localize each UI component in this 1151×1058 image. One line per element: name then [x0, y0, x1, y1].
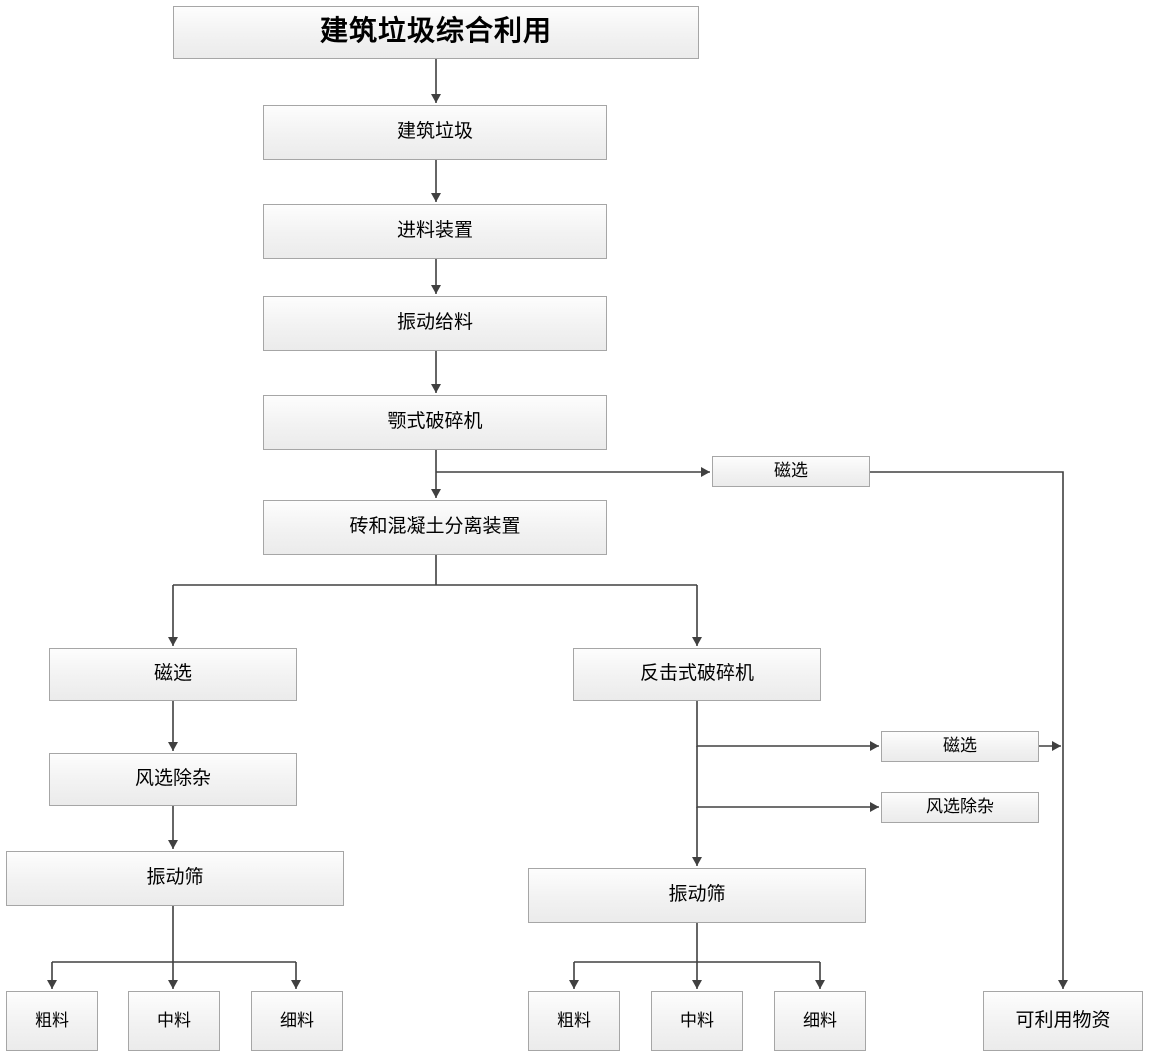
arrow-medium-l — [168, 980, 178, 989]
arrow-jawcrusher — [431, 384, 441, 393]
node-screen-left: 振动筛 — [6, 851, 344, 906]
arrow-screen-left — [168, 840, 178, 849]
connector-screen-left-split — [51, 906, 297, 989]
arrow-usable — [1058, 980, 1068, 989]
node-vibfeed: 振动给料 — [263, 296, 607, 351]
node-magsep-top: 磁选 — [712, 456, 870, 487]
arrow-airsep-left — [168, 742, 178, 751]
arrow-fine-l — [291, 980, 301, 989]
node-waste: 建筑垃圾 — [263, 105, 607, 160]
arrow-magsep-left — [168, 637, 178, 646]
arrow-coarse-r — [569, 980, 579, 989]
arrow-vibfeed — [431, 285, 441, 294]
arrow-feeder — [431, 193, 441, 202]
connector-impactor-to-magsep-right — [696, 701, 879, 747]
connector-magsep-top-to-usable — [870, 471, 1064, 989]
node-coarse-l: 粗料 — [6, 991, 98, 1051]
arrow-separator — [431, 489, 441, 498]
arrow-screen-right — [692, 857, 702, 866]
arrow-medium-r — [692, 980, 702, 989]
node-medium-r: 中料 — [651, 991, 743, 1051]
arrow-usable-merge — [1052, 741, 1061, 751]
node-usable: 可利用物资 — [983, 991, 1143, 1051]
connector-impactor-to-airsep-right — [696, 746, 879, 808]
arrow-magsep-top — [701, 467, 710, 477]
arrow-airsep-right — [870, 802, 879, 812]
node-fine-l: 细料 — [251, 991, 343, 1051]
node-feeder: 进料装置 — [263, 204, 607, 259]
arrow-magsep-right — [870, 741, 879, 751]
arrow-fine-r — [815, 980, 825, 989]
node-airsep-left: 风选除杂 — [49, 753, 297, 806]
node-airsep-right: 风选除杂 — [881, 792, 1039, 823]
node-title: 建筑垃圾综合利用 — [173, 6, 699, 59]
node-impactor: 反击式破碎机 — [573, 648, 821, 701]
node-coarse-r: 粗料 — [528, 991, 620, 1051]
node-jawcrusher: 颚式破碎机 — [263, 395, 607, 450]
connector-screen-right-split — [573, 923, 821, 989]
arrow-impactor — [692, 637, 702, 646]
arrow-waste — [431, 94, 441, 103]
node-fine-r: 细料 — [774, 991, 866, 1051]
node-medium-l: 中料 — [128, 991, 220, 1051]
node-screen-right: 振动筛 — [528, 868, 866, 923]
connector-separator-split — [172, 555, 698, 646]
arrow-coarse-l — [47, 980, 57, 989]
node-magsep-right: 磁选 — [881, 731, 1039, 762]
node-magsep-left: 磁选 — [49, 648, 297, 701]
node-separator: 砖和混凝土分离装置 — [263, 500, 607, 555]
